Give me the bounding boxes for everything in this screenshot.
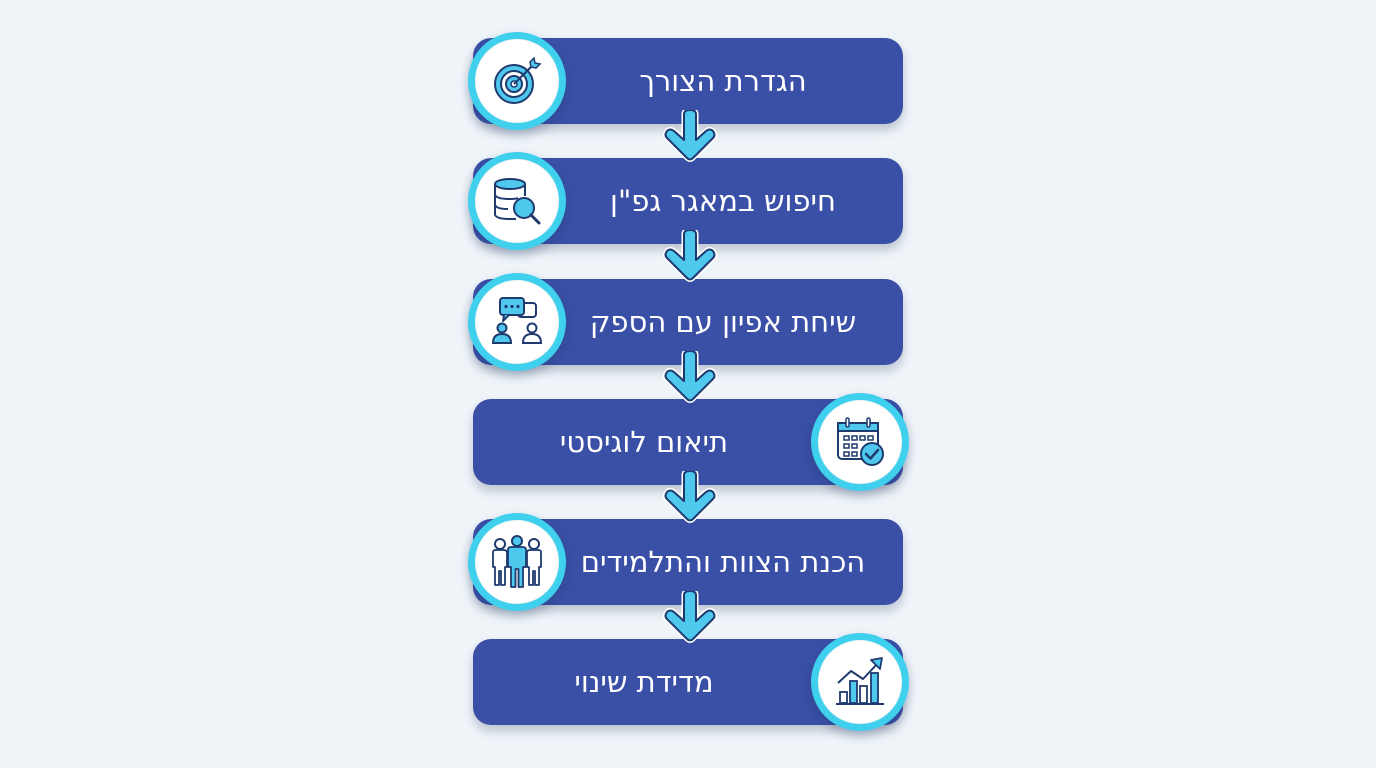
growth-chart-badge	[811, 633, 909, 731]
team-icon	[492, 535, 542, 588]
conversation-icon	[491, 297, 543, 344]
arrow-down-icon	[663, 110, 717, 162]
growth-chart-icon	[836, 657, 884, 705]
calendar-check-icon	[837, 417, 884, 466]
arrow-down-icon	[663, 591, 717, 643]
step-label: הכנת הצוות והתלמידים	[580, 545, 866, 579]
database-search-badge	[468, 152, 566, 250]
arrow-down-icon	[663, 471, 717, 523]
step-label: הגדרת הצורך	[639, 64, 807, 98]
step-label: חיפוש במאגר גפ"ן	[610, 184, 836, 218]
database-search-icon	[494, 178, 541, 225]
calendar-check-badge	[811, 393, 909, 491]
step-label: שיחת אפיון עם הספק	[589, 305, 857, 339]
arrow-down-icon	[663, 351, 717, 403]
target-icon	[494, 56, 542, 104]
team-badge	[468, 513, 566, 611]
conversation-badge	[468, 273, 566, 371]
step-label: תיאום לוגיסטי	[559, 425, 729, 459]
arrow-down-icon	[663, 230, 717, 282]
target-badge	[468, 32, 566, 130]
step-label: מדידת שינוי	[574, 665, 714, 699]
